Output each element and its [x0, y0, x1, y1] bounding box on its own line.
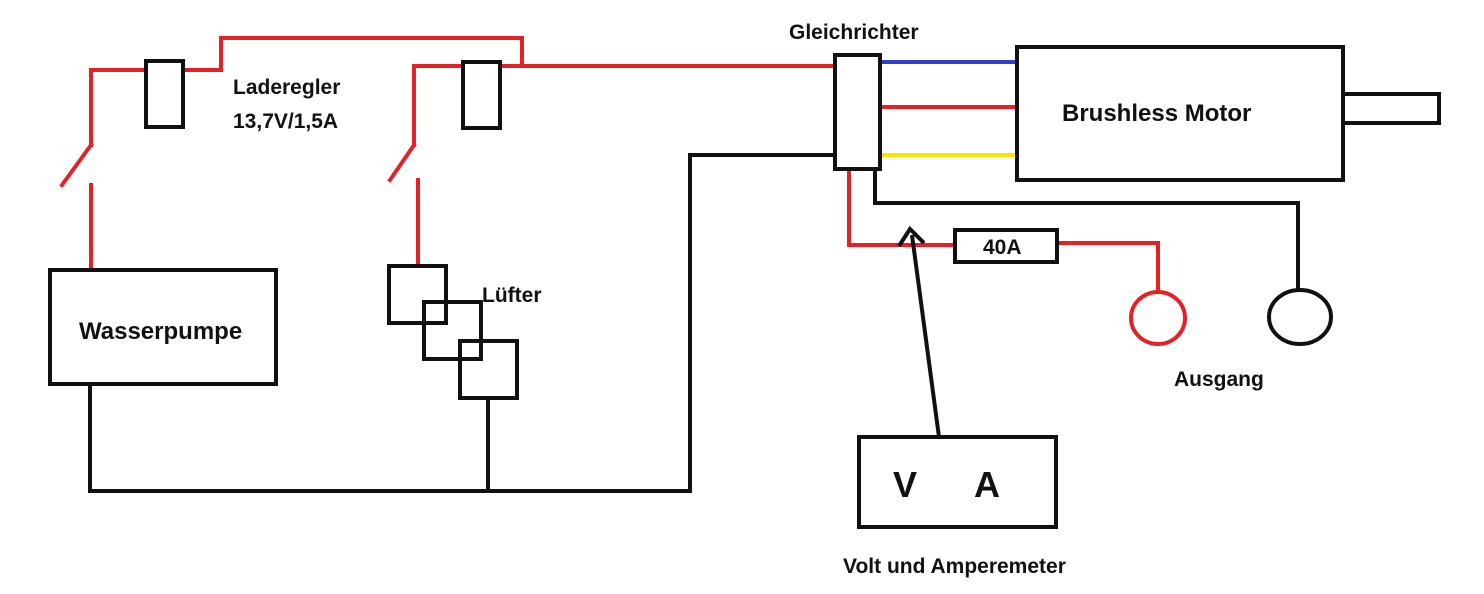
wasserpumpe-label: Wasserpumpe	[79, 318, 242, 345]
output-terminal-red	[1129, 290, 1187, 346]
fuse-label: 40A	[983, 236, 1022, 259]
gleichrichter-label: Gleichrichter	[789, 21, 919, 44]
meter-arrow	[897, 225, 941, 438]
wire-ground-bus	[88, 153, 837, 493]
wire-rectifier-to-fuse	[847, 168, 957, 247]
wire-fuse-to-output	[1055, 241, 1160, 294]
meter-a-label: A	[974, 464, 1000, 505]
wire-switch-to-fan-fuse	[412, 64, 465, 147]
luefter-label: Lüfter	[482, 284, 542, 307]
fan-fuse-component	[461, 60, 502, 130]
laderegler-component	[144, 59, 185, 129]
wire-switch-to-laderegler	[89, 68, 148, 147]
laderegler-label-line1: Laderegler	[233, 76, 340, 99]
red-wiring	[59, 36, 1160, 294]
wire-laderegler-to-bridge	[181, 36, 524, 72]
brushless-motor-label: Brushless Motor	[1062, 100, 1251, 127]
luefter-component	[387, 264, 519, 400]
laderegler-label-line2: 13,7V/1,5A	[233, 110, 338, 133]
motor-body	[1015, 45, 1345, 182]
wasserpumpe-component	[48, 268, 278, 386]
motor-shaft	[1341, 92, 1441, 125]
switch-fan-blade	[387, 142, 417, 183]
output-terminal-black	[1267, 288, 1333, 346]
switch-pump-blade	[59, 142, 94, 188]
ausgang-label: Ausgang	[1174, 368, 1264, 391]
meter-component	[857, 435, 1058, 529]
meter-v-label: V	[893, 464, 917, 505]
black-wiring	[88, 153, 1300, 493]
wire-rectifier-to-output-black	[873, 168, 1300, 292]
meter-caption: Volt und Amperemeter	[843, 555, 1066, 578]
fuse-40a-component	[953, 228, 1059, 264]
gleichrichter-component	[833, 53, 882, 171]
